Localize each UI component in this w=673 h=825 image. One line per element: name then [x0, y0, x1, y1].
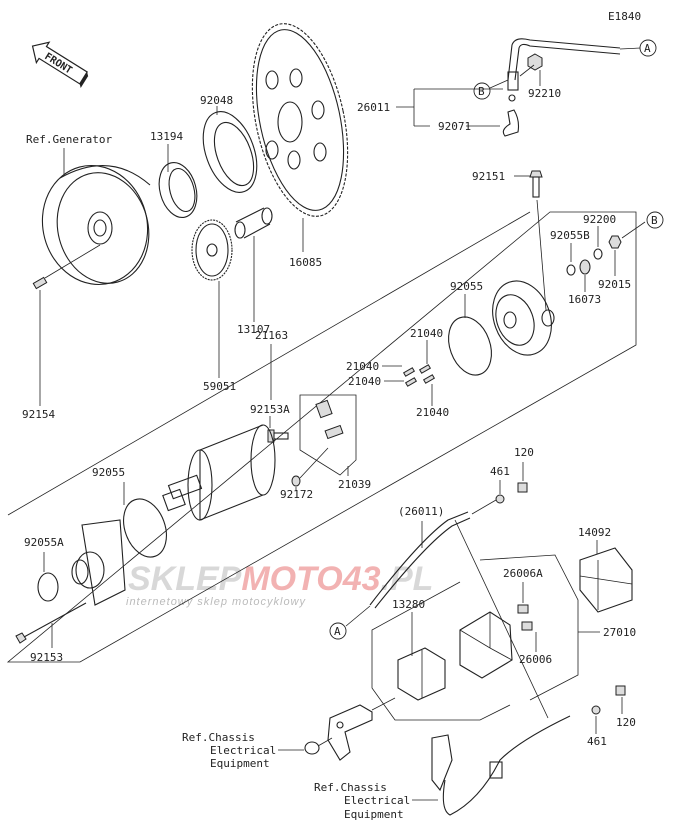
label-92154: 92154: [22, 408, 55, 421]
label-21040-a: 21040: [410, 327, 443, 340]
nut-92015: [608, 235, 622, 249]
starter-relay: [459, 611, 513, 679]
one-way-clutch: [158, 162, 198, 218]
diagram-code: E1840: [608, 10, 641, 23]
washer-92200: [593, 248, 603, 260]
label-26006a: 26006A: [503, 567, 543, 580]
bolt-120-top: [517, 482, 528, 493]
nut-16073: [579, 259, 591, 275]
label-92055-top: 92055: [450, 280, 483, 293]
front-arrow-icon: FRONT: [31, 41, 89, 88]
starter-motor-yoke: [162, 424, 276, 521]
breather-hose: [502, 38, 621, 137]
label-92055-bottom: 92055: [92, 466, 125, 479]
ref-chassis-1-line3: Equipment: [210, 757, 270, 770]
ref-chassis-1-line1: Ref.Chassis: [182, 731, 255, 744]
ground-bracket: [304, 704, 373, 761]
ground-cable: [431, 715, 571, 816]
watermark-tagline: internetowy sklep motocyklowy: [126, 596, 307, 608]
label-21163: 21163: [255, 329, 288, 342]
label-120-bottom: 120: [616, 716, 636, 729]
marker-a-label: A: [644, 42, 651, 55]
shaft-13107: [234, 207, 273, 239]
label-14092: 14092: [578, 526, 611, 539]
starter-gear: [251, 23, 349, 217]
label-21040-c: 21040: [348, 375, 381, 388]
label-92048: 92048: [200, 94, 233, 107]
watermark-brand-a: SKLEP: [128, 560, 242, 598]
marker-a-2: [329, 622, 347, 640]
label-92153a: 92153A: [250, 403, 290, 416]
label-16073: 16073: [568, 293, 601, 306]
starter-rear-cover: [492, 280, 555, 356]
bolt-92153: [15, 602, 87, 644]
label-26011-paren: (26011): [398, 505, 444, 518]
label-13107: 13107: [237, 323, 270, 336]
label-26011: 26011: [357, 101, 390, 114]
watermark-brand-c: .PL: [381, 560, 434, 598]
label-ref-generator: Ref.Generator: [26, 133, 112, 146]
label-92151: 92151: [472, 170, 505, 183]
washer-ring: [202, 111, 258, 193]
brush-springs: [402, 364, 436, 387]
bolt-92154: [32, 244, 101, 290]
label-59051: 59051: [203, 380, 236, 393]
svg-text:SKLEPMOTO43.PL: SKLEPMOTO43.PL: [128, 560, 433, 598]
label-13194: 13194: [150, 130, 183, 143]
label-26006: 26006: [519, 653, 552, 666]
starter-front-cover: [71, 519, 126, 606]
fuse-26006: [521, 621, 533, 631]
watermark-brand-b: MOTO43: [241, 560, 380, 598]
label-92210: 92210: [528, 87, 561, 100]
label-92200: 92200: [583, 213, 616, 226]
oring-92055a: [37, 572, 59, 602]
idle-gear: [191, 219, 233, 281]
nut-461-top: [495, 494, 505, 504]
washer-92055b: [566, 264, 576, 276]
marker-b-2: [646, 211, 664, 229]
label-21040-d: 21040: [416, 406, 449, 419]
oring-92055-top: [448, 316, 492, 376]
label-92153: 92153: [30, 651, 63, 664]
label-120-top: 120: [514, 446, 534, 459]
bolt-120-bottom: [615, 685, 626, 696]
nut-461-bottom: [591, 705, 601, 715]
marker-a: [639, 39, 657, 57]
screw-92172: [291, 447, 329, 487]
label-21040-b: 21040: [346, 360, 379, 373]
relay-cover: [579, 547, 633, 613]
starter-cable: [369, 511, 469, 606]
label-92055a: 92055A: [24, 536, 64, 549]
marker-b-2-label: B: [651, 214, 658, 227]
label-21039: 21039: [338, 478, 371, 491]
fuse-26006a: [517, 604, 529, 614]
marker-b-label: B: [478, 85, 485, 98]
ref-chassis-1-line2: Electrical: [210, 744, 276, 757]
watermark: SKLEPMOTO43.PL internetowy sklep motocyk…: [126, 560, 433, 608]
label-92055b: 92055B: [550, 229, 590, 242]
label-27010: 27010: [603, 626, 636, 639]
relay-13280: [397, 647, 446, 701]
marker-a-2-label: A: [334, 625, 341, 638]
bolt-92153a: [267, 429, 289, 443]
marker-b: [473, 82, 491, 100]
label-461-bottom: 461: [587, 735, 607, 748]
ref-chassis-2-line1: Ref.Chassis: [314, 781, 387, 794]
label-92071: 92071: [438, 120, 471, 133]
oring-92055-bottom: [123, 498, 167, 558]
bolt-92151: [529, 170, 543, 198]
label-461-top: 461: [490, 465, 510, 478]
generator-rotor: [41, 164, 151, 286]
label-16085: 16085: [289, 256, 322, 269]
label-92172: 92172: [280, 488, 313, 501]
label-13280: 13280: [392, 598, 425, 611]
ref-chassis-2-line2: Electrical: [344, 794, 410, 807]
label-92015: 92015: [598, 278, 631, 291]
ref-chassis-2-line3: Equipment: [344, 808, 404, 821]
